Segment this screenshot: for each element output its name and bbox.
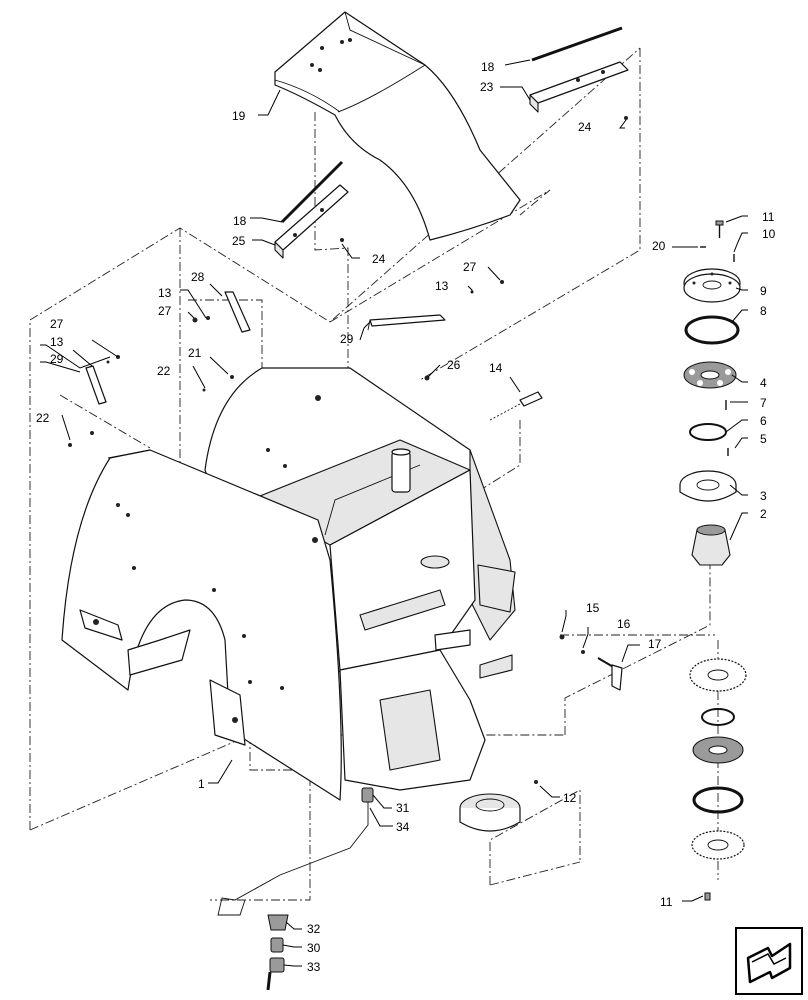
callout-6: 6 <box>760 414 767 428</box>
part-33-valve <box>266 957 285 991</box>
callout-4: 4 <box>760 376 767 390</box>
callout-29-lower: 29 <box>340 332 354 346</box>
part-6-lock-ring <box>689 423 727 441</box>
part-28-plate <box>224 291 251 333</box>
callout-17: 17 <box>648 637 662 651</box>
callout-3: 3 <box>760 489 767 503</box>
callout-21: 21 <box>188 346 202 360</box>
part-18-rubber-strip-upper <box>531 26 623 62</box>
callout-13-right: 13 <box>435 279 449 293</box>
callout-labels: 1 2 3 4 5 6 7 8 9 10 11 11 12 13 13 13 1… <box>36 60 776 974</box>
part-30-connector <box>270 937 284 953</box>
callout-27-right: 27 <box>463 260 477 274</box>
callout-16: 16 <box>617 617 631 631</box>
part-18-rubber-strip-lower <box>280 160 344 224</box>
callout-27-mid: 27 <box>158 304 172 318</box>
part-14-latch <box>489 391 543 421</box>
callout-13-mid: 13 <box>158 286 172 300</box>
part-11-bolt-top <box>715 220 724 238</box>
callout-19: 19 <box>232 109 246 123</box>
callout-26: 26 <box>447 358 461 372</box>
callout-11-bottom: 11 <box>660 895 673 909</box>
part-32-fitting <box>267 914 289 931</box>
callout-10: 10 <box>762 227 776 241</box>
callout-14: 14 <box>489 361 503 375</box>
callout-22-left: 22 <box>36 411 50 425</box>
callout-22-mid: 22 <box>157 364 171 378</box>
part-11-bolt-bottom <box>704 892 711 901</box>
part-9-cover-plate <box>683 268 741 303</box>
callout-24-lower: 24 <box>372 252 386 266</box>
callout-29-left: 29 <box>50 352 64 366</box>
callout-13-left: 13 <box>50 335 64 349</box>
callout-32: 32 <box>307 922 321 936</box>
callout-1: 1 <box>198 777 205 791</box>
callout-7: 7 <box>760 396 767 410</box>
part-34-hydraulic-pipe <box>217 800 369 916</box>
leader-lines <box>40 59 748 967</box>
part-23-bracket <box>529 61 629 113</box>
part-25-bracket <box>274 184 349 259</box>
part-29-plate-left <box>85 365 107 405</box>
callout-11-top: 11 <box>762 210 775 224</box>
callout-30: 30 <box>307 941 321 955</box>
part-3-flange <box>679 470 737 502</box>
callout-18-top: 18 <box>481 60 495 74</box>
callout-18-lower: 18 <box>233 214 247 228</box>
callout-31: 31 <box>396 801 410 815</box>
part-4-bearing-cage <box>683 361 737 389</box>
part-15-17-pin <box>559 634 623 691</box>
part-19-top-hood <box>274 11 521 241</box>
callout-28: 28 <box>191 270 205 284</box>
callout-23: 23 <box>480 80 494 94</box>
callout-27-left: 27 <box>50 317 64 331</box>
callout-5: 5 <box>760 432 767 446</box>
next-page-arrow-icon[interactable] <box>735 927 803 995</box>
fasteners <box>68 116 628 784</box>
bearing-stack-exploded <box>689 658 747 860</box>
part-29-bracket <box>367 314 446 331</box>
callout-20: 20 <box>652 239 666 253</box>
callout-9: 9 <box>760 284 767 298</box>
callout-8: 8 <box>760 304 767 318</box>
callout-15: 15 <box>586 601 600 615</box>
part-1-main-frame <box>61 367 521 832</box>
callout-34: 34 <box>396 820 410 834</box>
part-31-fitting <box>361 787 374 803</box>
part-8-seal-ring <box>684 315 740 345</box>
part-2-hub <box>691 524 731 566</box>
callout-25: 25 <box>232 234 246 248</box>
callout-2: 2 <box>760 507 767 521</box>
callout-24-top: 24 <box>578 120 592 134</box>
callout-33: 33 <box>307 960 321 974</box>
callout-12: 12 <box>563 791 577 805</box>
